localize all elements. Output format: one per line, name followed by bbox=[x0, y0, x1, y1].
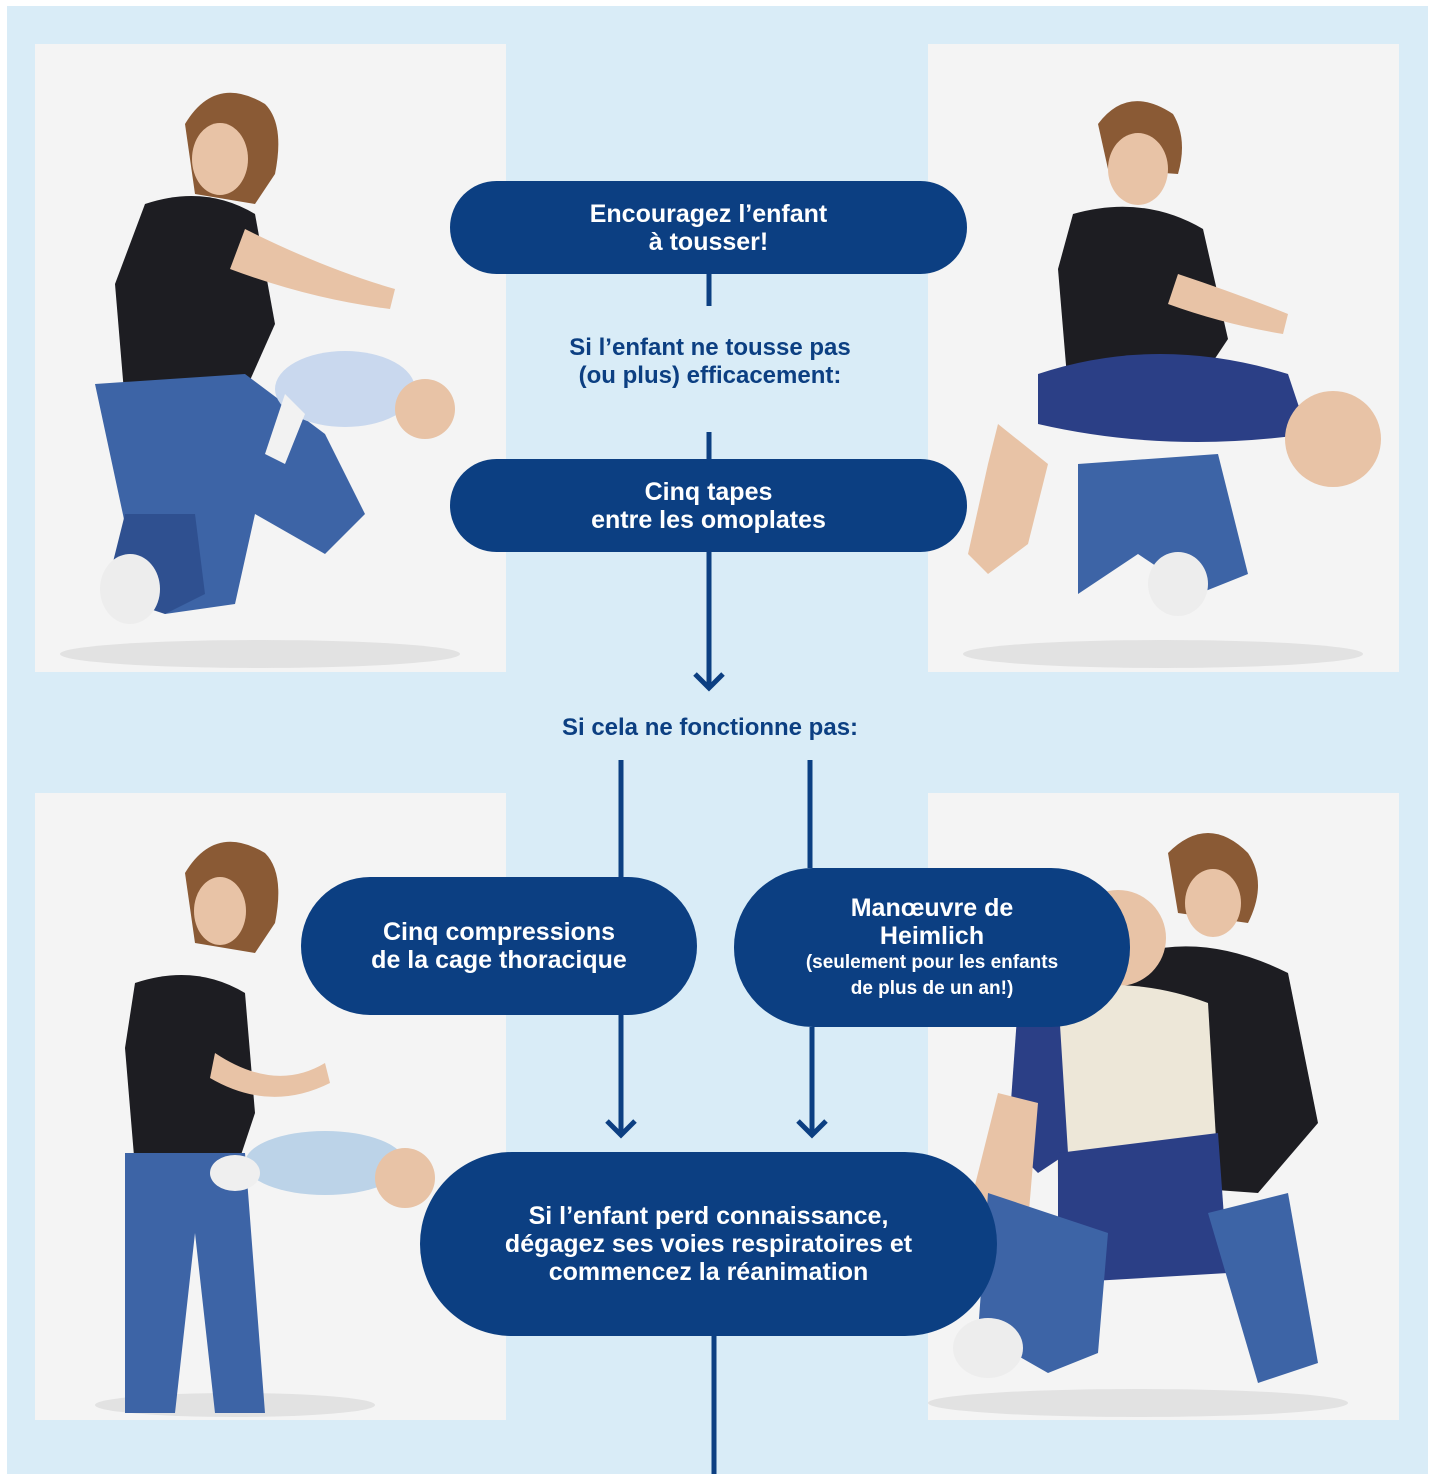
step-chest-compressions-line2: de la cage thoracique bbox=[371, 946, 627, 974]
step-unconscious-line3: commencez la réanimation bbox=[548, 1258, 869, 1286]
photo-infant-back-blows bbox=[35, 44, 506, 672]
step-heimlich-note1: (seulement pour les enfants bbox=[805, 951, 1059, 973]
step-unconscious-line2: dégagez ses voies respiratoires et bbox=[504, 1230, 913, 1258]
step-heimlich: Manœuvre de Heimlich (seulement pour les… bbox=[734, 868, 1130, 1027]
step-heimlich-line2: Heimlich bbox=[879, 921, 985, 950]
condition-not-coughing-line1: Si l’enfant ne tousse pas bbox=[569, 334, 851, 361]
step-heimlich-line1: Manœuvre de bbox=[850, 893, 1014, 922]
step-chest-compressions-line1: Cinq compressions bbox=[383, 918, 615, 946]
photo-child-back-blows bbox=[928, 44, 1399, 672]
arrow-down-icon bbox=[693, 672, 725, 692]
step-encourage-cough-line1: Encouragez l’enfant bbox=[589, 199, 828, 228]
step-unconscious: Si l’enfant perd connaissance, dégagez s… bbox=[420, 1152, 997, 1336]
step-encourage-cough-line2: à tousser! bbox=[648, 227, 769, 256]
step-encourage-cough: Encouragez l’enfant à tousser! bbox=[450, 181, 967, 274]
condition-if-not-working: Si cela ne fonctionne pas: bbox=[561, 714, 859, 741]
arrow-down-icon bbox=[605, 1119, 637, 1139]
step-heimlich-note2: de plus de un an!) bbox=[850, 977, 1014, 999]
condition-not-coughing: Si l’enfant ne tousse pas (ou plus) effi… bbox=[510, 334, 910, 390]
step-unconscious-line1: Si l’enfant perd connaissance, bbox=[528, 1202, 889, 1230]
step-chest-compressions: Cinq compressions de la cage thoracique bbox=[301, 877, 697, 1015]
step-five-back-blows-line1: Cinq tapes bbox=[644, 477, 773, 506]
condition-not-coughing-line2: (ou plus) efficacement: bbox=[578, 362, 842, 389]
arrow-down-icon bbox=[796, 1119, 828, 1139]
step-five-back-blows-line2: entre les omoplates bbox=[591, 505, 826, 534]
step-five-back-blows: Cinq tapes entre les omoplates bbox=[450, 459, 967, 552]
